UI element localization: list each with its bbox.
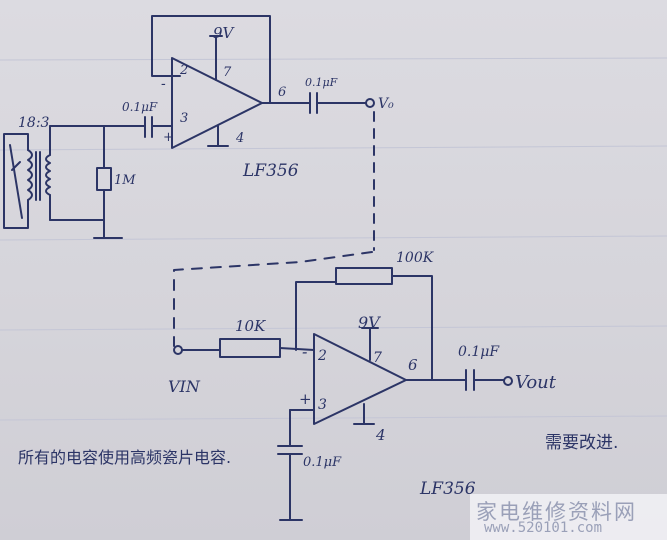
feedback-resistor [335, 267, 393, 285]
top-plus-sign: + [163, 130, 174, 145]
input-resistor [219, 338, 281, 358]
bottom-pin-4: 4 [375, 426, 386, 444]
input-resistor-label: 10K [235, 317, 266, 335]
top-pin-2: 2 [179, 63, 188, 78]
vin-terminal [173, 345, 183, 355]
input-transformer [3, 133, 51, 229]
bottom-pin-6: 6 [408, 356, 418, 374]
top-amplifier-stage [3, 15, 375, 239]
bottom-chip-label: LF356 [419, 479, 476, 499]
top-pin-3: 3 [180, 111, 188, 126]
bottom-plus-sign: + [299, 390, 312, 408]
bottom-feedback-wire [295, 281, 337, 351]
bias-resistor-label: 1M [114, 173, 136, 188]
bias-resistor [96, 167, 112, 191]
top-output-cap-label: 0.1μF [305, 76, 338, 89]
bottom-output-capacitor [465, 369, 475, 391]
watermark-url: www.520101.com [484, 520, 603, 536]
improve-note: 需要改进. [545, 433, 618, 453]
bottom-pin-2: 2 [317, 348, 327, 364]
bottom-supply-label: 9V [358, 313, 381, 332]
vout-label: Vout [515, 372, 557, 393]
capacitor-note: 所有的电容使用高频瓷片电容. [18, 448, 231, 467]
top-supply-label: 9V [213, 24, 236, 42]
vin-label: VIN [168, 377, 201, 396]
top-output-label: V₀ [378, 96, 394, 112]
top-output-terminal [365, 98, 375, 108]
bottom-pin-3: 3 [318, 397, 327, 413]
site-watermark: 家电维修资料网 www.520101.com [470, 494, 667, 540]
top-pin-4: 4 [235, 131, 244, 146]
top-feedback-loop [151, 15, 271, 104]
interstage-dashed-links [173, 111, 375, 347]
bottom-amplifier-stage [173, 267, 513, 521]
bypass-capacitor [277, 445, 303, 455]
top-chip-label: LF356 [242, 161, 299, 181]
transformer-ratio: 18:3 [18, 115, 50, 131]
feedback-resistor-label: 100K [396, 250, 435, 266]
bypass-cap-label: 0.1μF [303, 455, 342, 470]
bottom-pin-7: 7 [373, 350, 382, 366]
top-pin-7: 7 [223, 65, 232, 80]
top-pin-6: 6 [278, 85, 286, 100]
top-opamp-symbol [171, 57, 263, 149]
top-output-capacitor [309, 92, 318, 114]
top-minus-sign: - [161, 76, 166, 92]
bottom-output-cap-label: 0.1μF [458, 344, 500, 360]
top-input-capacitor [144, 116, 153, 138]
top-input-cap-label: 0.1μF [122, 100, 158, 114]
paper-rules [0, 57, 667, 421]
bottom-opamp-symbol [313, 333, 407, 425]
bottom-minus-sign: - [302, 342, 307, 361]
vout-terminal [503, 376, 513, 386]
watermark-title: 家电维修资料网 [476, 500, 637, 524]
